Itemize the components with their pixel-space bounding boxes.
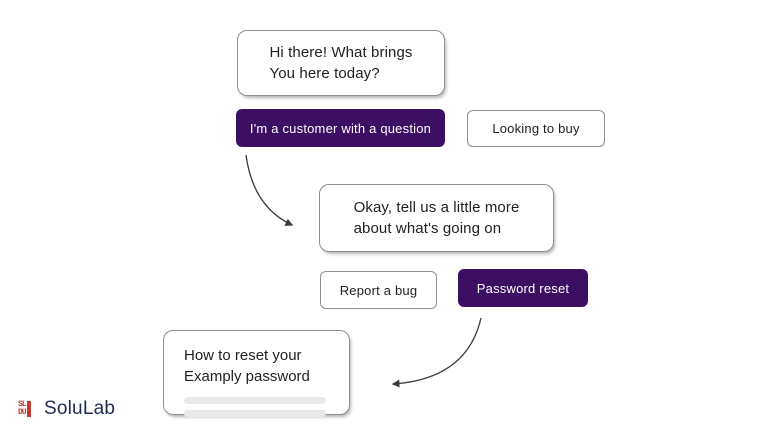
result-card-title: How to reset your Examply password — [184, 345, 329, 387]
result-title-line-1: How to reset your — [184, 347, 302, 364]
option-button-password-reset[interactable]: Password reset — [458, 269, 588, 307]
greeting-line-1: Hi there! What brings — [269, 44, 413, 61]
logo-icon-row-2: DU — [18, 408, 27, 417]
option-button-customer-question[interactable]: I'm a customer with a question — [236, 109, 445, 147]
option-button-looking-to-buy[interactable]: Looking to buy — [467, 110, 605, 147]
arrow-password-reset-to-result — [391, 317, 482, 388]
logo-icon-row-1: SL — [18, 400, 27, 409]
solulab-logo-icon: SL DU — [18, 399, 38, 419]
placeholder-line — [184, 397, 326, 404]
chat-bubble-greeting: Hi there! What brings You here today? — [237, 30, 445, 96]
followup-line-1: Okay, tell us a little more — [353, 199, 520, 216]
solulab-logo: SL DU SoluLab — [18, 398, 115, 420]
solulab-logo-icon-bar — [26, 401, 31, 417]
option-button-report-bug[interactable]: Report a bug — [320, 271, 437, 309]
solulab-logo-icon-letters: SL DU — [18, 400, 27, 417]
chat-bubble-followup: Okay, tell us a little more about what's… — [319, 184, 554, 252]
placeholder-line — [184, 410, 326, 417]
result-title-line-2: Examply password — [184, 368, 310, 385]
chat-bubble-greeting-text: Hi there! What brings You here today? — [270, 42, 413, 84]
greeting-line-2: You here today? — [269, 65, 380, 82]
result-card: How to reset your Examply password — [163, 330, 350, 417]
followup-line-2: about what's going on — [353, 220, 502, 237]
arrow-greeting-to-followup — [245, 154, 294, 226]
chat-bubble-followup-text: Okay, tell us a little more about what's… — [354, 197, 520, 239]
solulab-logo-text: SoluLab — [44, 398, 116, 419]
